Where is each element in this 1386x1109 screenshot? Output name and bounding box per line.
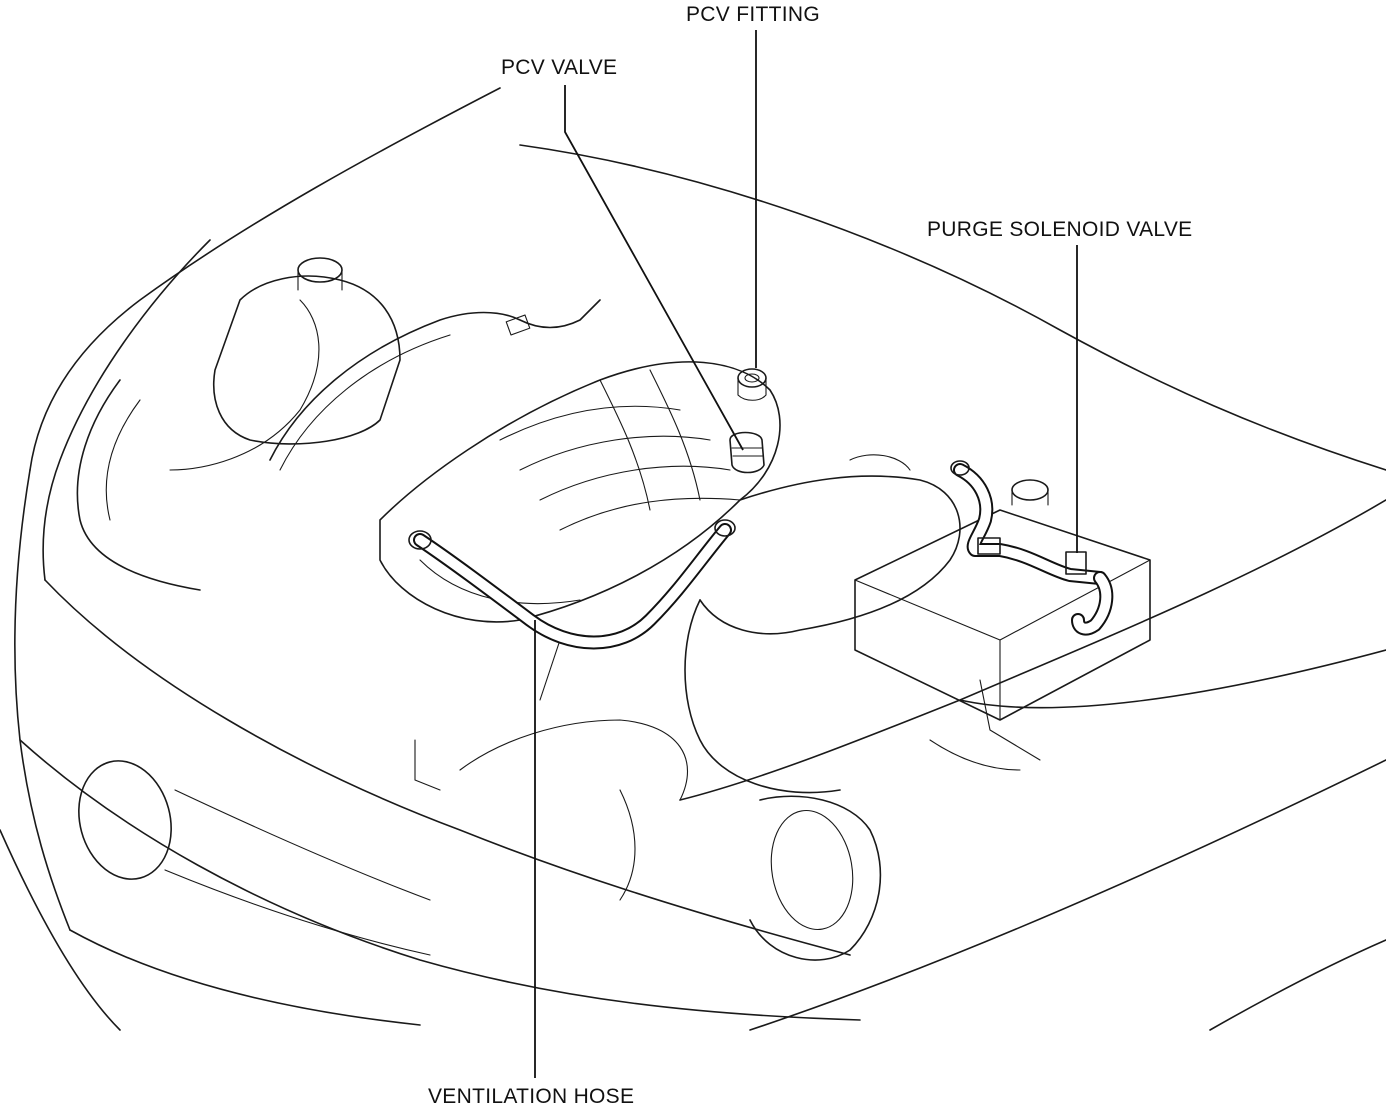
battery [854, 479, 1151, 721]
radiator-hose [76, 299, 601, 591]
headlight [78, 760, 431, 956]
leader-pcv-valve [564, 85, 744, 451]
pcv-fitting-label: PCV FITTING [686, 3, 820, 26]
purge-solenoid-valve-label: PURGE SOLENOID VALVE [927, 218, 1193, 241]
ventilation-hose-label: VENTILATION HOSE [428, 1085, 635, 1108]
pcv-valve-label: PCV VALVE [501, 56, 618, 79]
ventilation-hose-part [408, 519, 736, 650]
purge-hose-part [950, 460, 1114, 636]
coolant-reservoir [169, 257, 401, 471]
intake-manifold [379, 361, 781, 623]
pcv-valve-part [729, 431, 765, 474]
pcv-fitting-part [737, 368, 767, 401]
air-intake-duct [684, 454, 961, 961]
car-body-outline [0, 87, 1386, 1031]
lower-engine [414, 639, 1041, 901]
